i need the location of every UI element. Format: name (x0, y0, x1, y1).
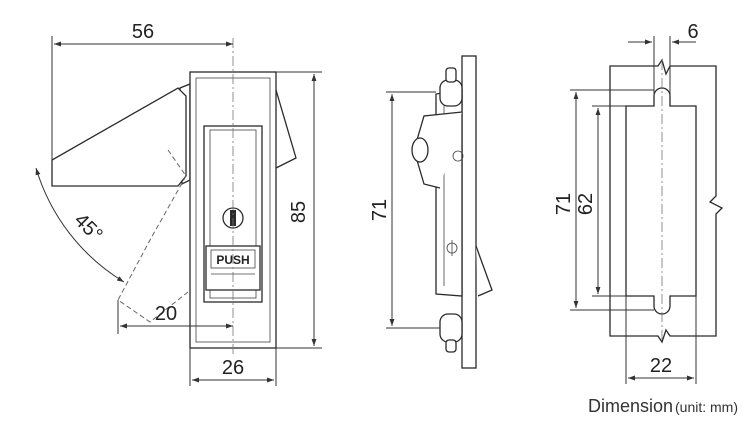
dim-6-label: 6 (687, 21, 698, 43)
side-screw (411, 137, 429, 163)
dim-56-label: 56 (132, 21, 154, 43)
rotated-handle-outline (117, 175, 189, 323)
side-flange (461, 55, 477, 369)
bottom-roller (439, 313, 463, 343)
lifted-handle (51, 87, 187, 187)
dim-cutout-62-label: 62 (575, 193, 597, 215)
side-view: 71 (369, 55, 493, 369)
side-tab (275, 89, 297, 169)
side-hook (475, 245, 493, 297)
angle-arc (35, 167, 125, 283)
top-roller (439, 79, 463, 107)
caption-main: Dimension (588, 396, 673, 416)
front-view: PUSH 56 85 45° 20 26 (35, 21, 322, 386)
dim-22-label: 22 (650, 355, 672, 377)
dimension-caption: Dimension(unit: mm) (588, 396, 738, 416)
dim-85-label: 85 (288, 201, 310, 223)
caption-unit: (unit: mm) (675, 399, 738, 415)
dim-side-71-label: 71 (369, 199, 391, 221)
dim-20-label: 20 (155, 303, 177, 325)
dim-26-label: 26 (222, 357, 244, 379)
cutout-view: 6 71 62 22 (553, 21, 724, 384)
cutout-hole (625, 87, 697, 315)
dim-cutout-71-label: 71 (553, 193, 575, 215)
